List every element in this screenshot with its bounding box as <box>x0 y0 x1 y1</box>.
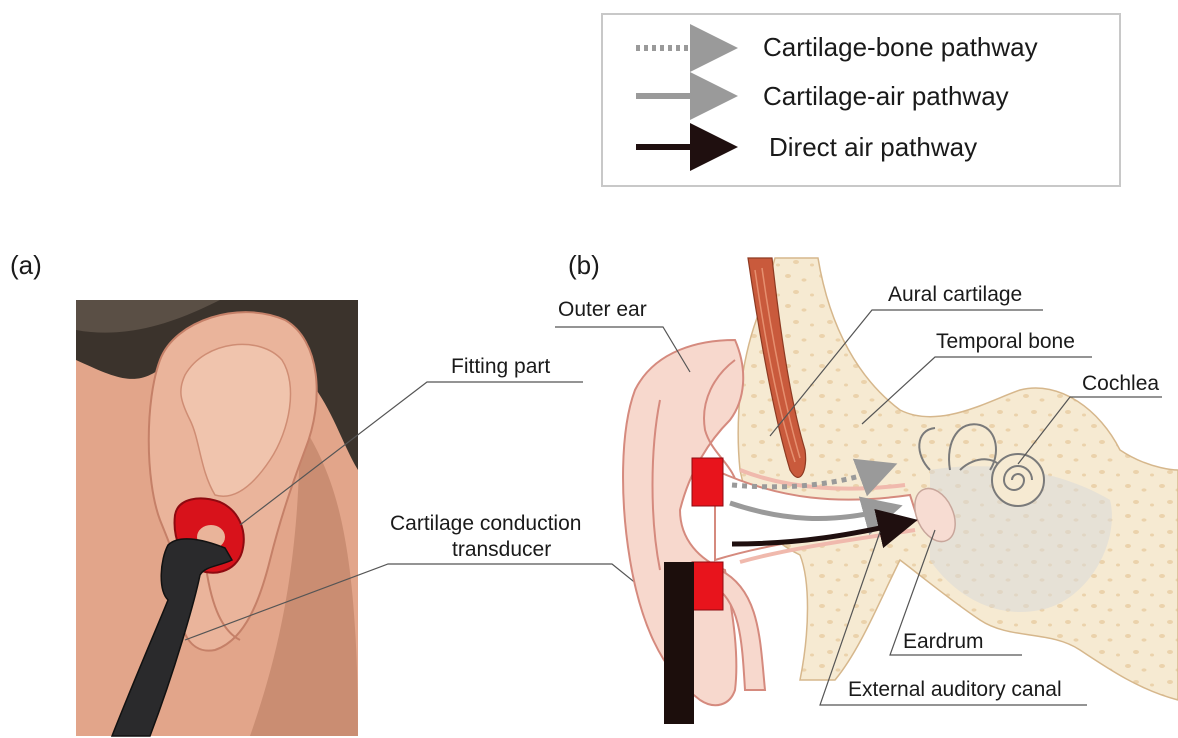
fitting-part-block-upper <box>692 458 723 506</box>
transducer-bar <box>664 562 694 724</box>
panel-a-tag: (a) <box>10 250 42 280</box>
cochlea <box>992 454 1044 506</box>
panel-b-tag: (b) <box>568 250 600 280</box>
aural-cartilage-label: Aural cartilage <box>888 283 1022 306</box>
legend-label: Cartilage-bone pathway <box>763 32 1038 62</box>
legend: Cartilage-bone pathway Cartilage-air pat… <box>602 14 1120 186</box>
external-auditory-canal-label: External auditory canal <box>848 678 1062 701</box>
ear-anatomy <box>623 258 1178 724</box>
transducer-label-line2: transducer <box>452 538 551 561</box>
outer-ear-label: Outer ear <box>558 298 647 321</box>
temporal-bone-label: Temporal bone <box>936 330 1075 353</box>
fitting-part-label: Fitting part <box>451 355 550 378</box>
fitting-part-block-lower <box>692 562 723 610</box>
legend-label: Direct air pathway <box>769 132 977 162</box>
ear-photo <box>76 300 358 736</box>
transducer-label-line1: Cartilage conduction <box>390 512 581 535</box>
cochlea-label: Cochlea <box>1082 372 1159 395</box>
legend-label: Cartilage-air pathway <box>763 81 1009 111</box>
eardrum-label: Eardrum <box>903 630 984 653</box>
